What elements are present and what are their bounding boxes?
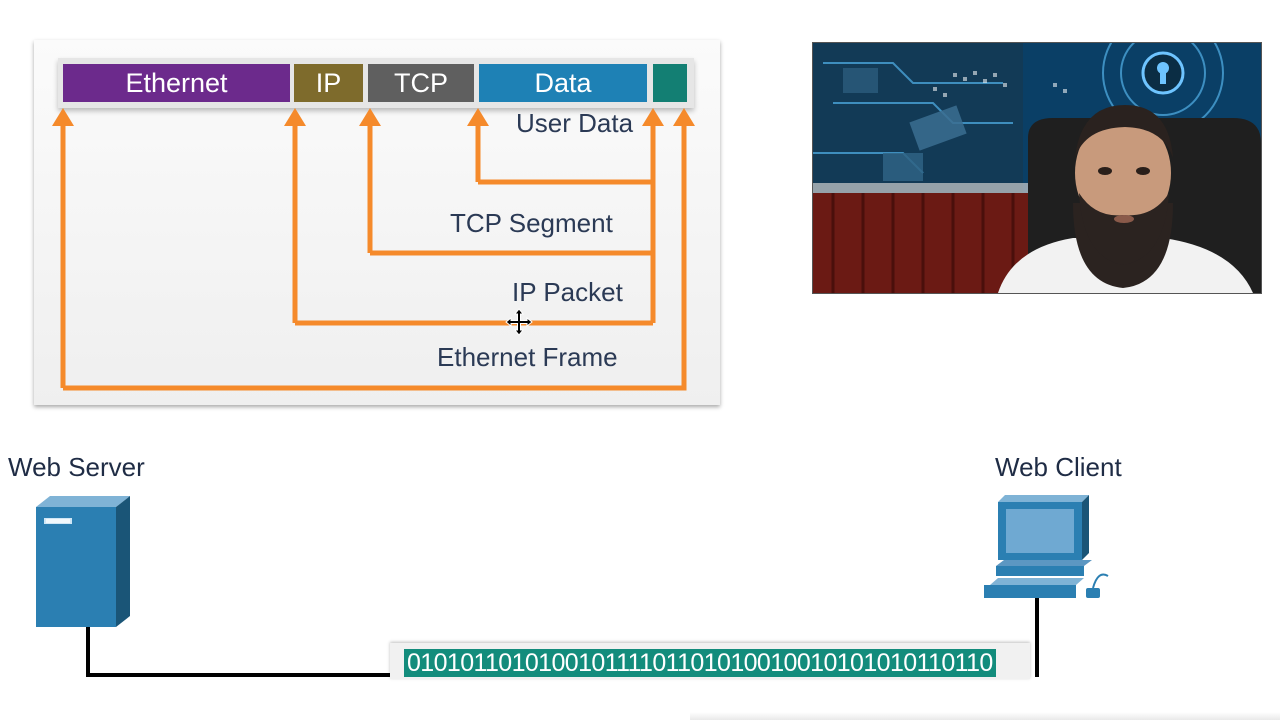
move-cursor-icon — [505, 308, 533, 336]
ip-header-field: IP — [294, 64, 363, 102]
bottom-shade — [690, 712, 1280, 720]
ethernet-header-field: Ethernet — [63, 64, 290, 102]
ip-packet-label: IP Packet — [512, 277, 623, 307]
network-cable — [86, 626, 395, 677]
server-icon — [36, 496, 130, 627]
user-data-label: User Data — [516, 108, 634, 138]
video-frame-image — [813, 43, 1261, 293]
bitstream: 0101011010100101111011010100100101010101… — [404, 649, 996, 677]
web-server-label: Web Server — [8, 452, 145, 482]
presenter-video[interactable] — [813, 43, 1261, 293]
web-client-label: Web Client — [995, 452, 1122, 482]
tcp-header-field: TCP — [368, 64, 474, 102]
data-field: Data — [479, 64, 647, 102]
tcp-segment-label: TCP Segment — [450, 208, 613, 238]
pc-icon — [984, 495, 1109, 598]
ethernet-frame-label: Ethernet Frame — [437, 342, 618, 372]
ethernet-trailer-field — [653, 64, 687, 102]
